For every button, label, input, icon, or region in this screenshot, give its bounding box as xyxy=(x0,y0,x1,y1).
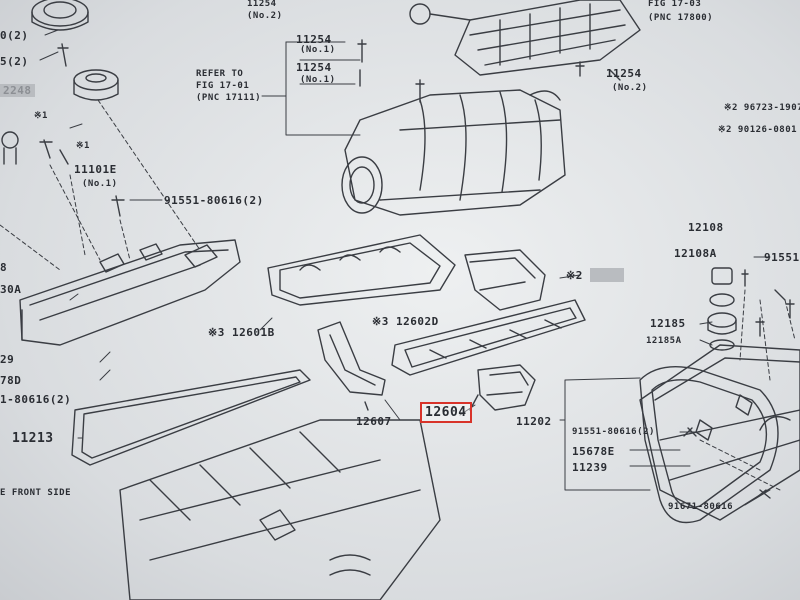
label-refer-to: REFER TO xyxy=(196,69,244,79)
label-x2-96723: ※2 96723-1907 xyxy=(724,103,800,113)
label-91671: 91671-80616 xyxy=(668,502,734,512)
gasket-12601b xyxy=(267,234,456,306)
label-11202: 11202 xyxy=(516,415,552,428)
left-dashed-leaders xyxy=(0,99,201,271)
grommet xyxy=(73,69,119,101)
right-valve-cover xyxy=(639,344,800,521)
label-x2-small: ※2 xyxy=(566,269,583,282)
oil-filler-cap xyxy=(707,267,786,351)
label-11101e: 11101E xyxy=(74,163,117,176)
bracket-12607 xyxy=(317,321,386,411)
label-12108: 12108 xyxy=(688,221,724,234)
label-pnc-17111: (PNC 17111) xyxy=(196,93,262,103)
label-front-side: E FRONT SIDE xyxy=(0,488,72,498)
label-x2-90126: ※2 90126-0801 xyxy=(718,125,798,135)
gasket-12602d xyxy=(391,299,586,376)
label-5-2: 5(2) xyxy=(0,55,29,68)
right-gasket xyxy=(639,365,779,524)
right-bracket xyxy=(559,377,771,506)
label-12185: 12185 xyxy=(650,317,686,330)
manifold-bolts xyxy=(357,39,585,103)
label-80616: 1-80616(2) xyxy=(0,393,72,406)
left-valve-cover xyxy=(19,239,241,346)
label-11254-b: 11254 xyxy=(296,61,332,74)
label-12601b: ※3 12601B xyxy=(208,326,275,339)
label-12108a: 12108A xyxy=(674,247,717,260)
label-no2-right: (No.2) xyxy=(612,83,648,93)
label-0-2: 0(2) xyxy=(0,29,29,42)
label-fig-17-03: FIG 17-03 xyxy=(648,0,702,9)
label-no1-a: (No.1) xyxy=(300,45,336,55)
label-8: 8 xyxy=(0,261,8,274)
label-91551-left: 91551-80616(2) xyxy=(164,194,264,207)
cylinder-head xyxy=(119,419,441,600)
label-91551-right: 91551- xyxy=(764,251,800,264)
left-bolts xyxy=(1,43,125,217)
label-x1-a: ※1 xyxy=(34,111,48,121)
bracket-12604 xyxy=(469,364,536,411)
intake-manifold xyxy=(341,89,566,216)
label-78d: 78D xyxy=(0,374,22,387)
refer-bracket xyxy=(261,41,361,136)
label-2248: 2248 xyxy=(0,84,35,97)
label-no1-c: (No.1) xyxy=(82,179,118,189)
label-30a: 30A xyxy=(0,283,22,296)
label-fig-17-01: FIG 17-01 xyxy=(196,81,250,91)
top-right-plenum xyxy=(409,0,641,81)
label-29: 29 xyxy=(0,353,15,366)
cover-piece xyxy=(464,249,546,311)
label-15678e: 15678E xyxy=(572,445,615,458)
label-11254-top: 11254 xyxy=(247,0,277,9)
label-12604-highlighted[interactable]: 12604 xyxy=(420,402,472,423)
label-12185a: 12185A xyxy=(646,336,682,346)
label-no2-top: (No.2) xyxy=(247,11,283,21)
label-no1-b: (No.1) xyxy=(300,75,336,85)
right-dashed-leaders xyxy=(699,289,796,491)
label-11254-a: 11254 xyxy=(296,33,332,46)
label-x2-box xyxy=(590,268,624,282)
label-12607: 12607 xyxy=(356,415,392,428)
label-91551-bottom: 91551-80616(2) xyxy=(572,427,655,437)
label-11239: 11239 xyxy=(572,461,608,474)
label-x1-b: ※1 xyxy=(76,141,90,151)
label-pnc-17800: (PNC 17800) xyxy=(648,13,714,23)
label-12602d: ※3 12602D xyxy=(372,315,439,328)
label-leaders xyxy=(39,29,771,439)
right-bolts xyxy=(683,299,795,499)
left-gasket xyxy=(71,369,311,466)
top-left-cap xyxy=(31,0,89,31)
label-11254-right: 11254 xyxy=(606,67,642,80)
label-11213: 11213 xyxy=(12,431,54,446)
